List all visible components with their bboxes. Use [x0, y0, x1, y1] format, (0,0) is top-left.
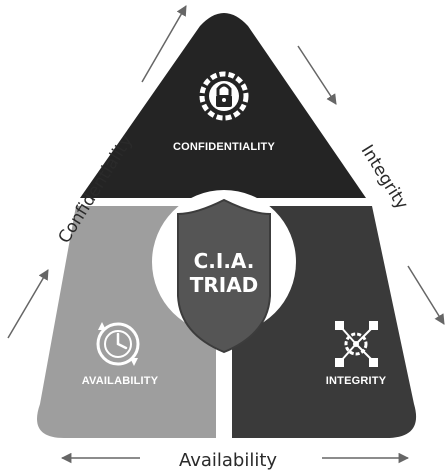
shield-title-line2: TRIAD: [190, 273, 259, 297]
right-arrow-top: [297, 45, 337, 105]
side-label-bottom: Availability: [179, 450, 277, 471]
availability-label: AVAILABILITY: [82, 375, 159, 387]
shield-title-line1: C.I.A.: [194, 249, 255, 273]
left-arrow-bottom: [7, 269, 49, 339]
confidentiality-label: CONFIDENTIALITY: [173, 141, 275, 153]
network-gear-icon: [335, 321, 378, 367]
side-label-right: Integrity: [357, 141, 412, 213]
clock-cycle-icon: [96, 322, 140, 366]
lock-gear-icon: [199, 71, 249, 121]
integrity-label: INTEGRITY: [326, 375, 387, 387]
left-arrow-top: [141, 5, 187, 83]
right-arrow-bottom: [407, 265, 445, 325]
cia-shield: [177, 198, 271, 354]
